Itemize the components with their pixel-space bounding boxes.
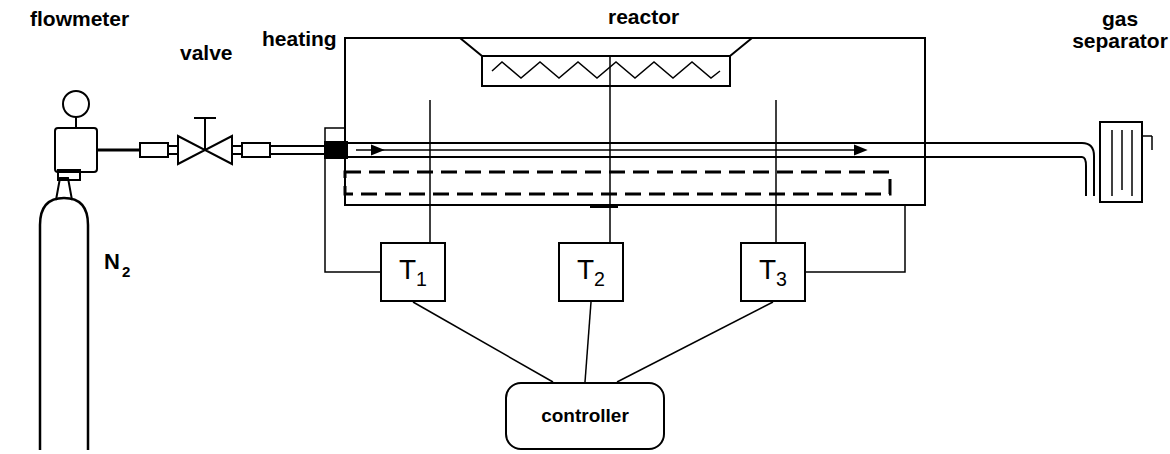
- subscript: 2: [594, 267, 605, 289]
- valve-label: valve: [180, 42, 233, 64]
- flowmeter-label: flowmeter: [30, 8, 129, 30]
- controller-box: controller: [505, 382, 665, 450]
- subscript: 1: [416, 267, 427, 289]
- gas-symbol: N: [104, 250, 120, 273]
- node-text: T: [577, 254, 594, 285]
- signal-wire: [413, 302, 553, 382]
- node-text: T: [759, 254, 776, 285]
- subscript: 3: [776, 267, 787, 289]
- signal-wire: [617, 302, 773, 382]
- temperature-sensor-box: T2: [558, 242, 624, 302]
- reactor-label: reactor: [608, 6, 679, 28]
- temperature-sensor-box: T3: [740, 242, 806, 302]
- heating-label: heating: [262, 28, 337, 50]
- temperature-sensor-box: T1: [380, 242, 446, 302]
- signal-wire: [585, 302, 591, 382]
- gas-separator-label: gas separator: [1068, 8, 1170, 52]
- node-text: controller: [541, 405, 629, 426]
- node-text: T: [399, 254, 416, 285]
- gas-subscript: 2: [122, 264, 130, 280]
